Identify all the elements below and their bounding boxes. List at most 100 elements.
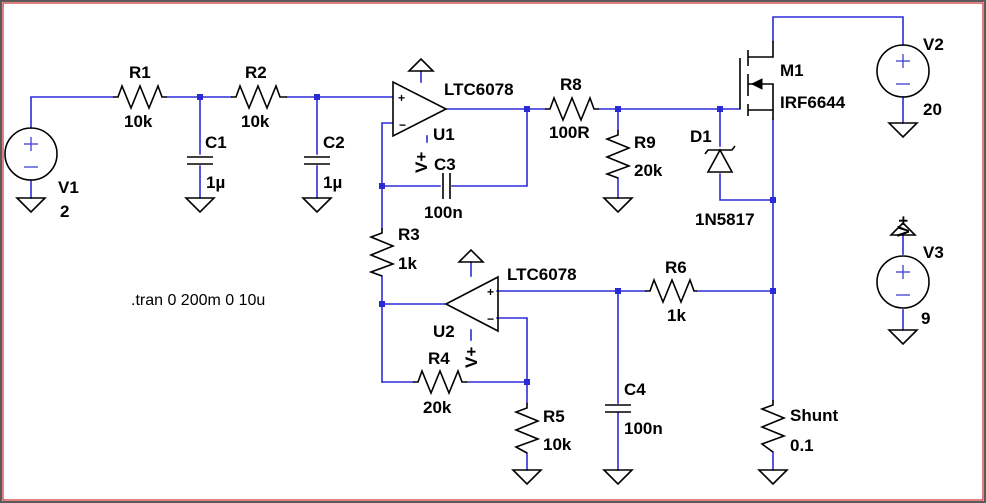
label-V3-supply: V+: [894, 216, 913, 237]
source-circle: [4, 127, 58, 181]
opamp-triangle: [392, 80, 448, 138]
junction-dot: [717, 106, 723, 112]
label-D1-name: D1: [690, 127, 712, 146]
junction-dot: [314, 94, 320, 100]
ground-symbol: [602, 197, 634, 214]
ground-symbol: [757, 469, 789, 486]
ground-symbol: [301, 197, 333, 214]
opamp-minus-pin: −: [399, 118, 406, 132]
diode-cathode-bar: [704, 145, 736, 155]
source-circle: [876, 255, 930, 309]
ground-symbol: [511, 469, 543, 486]
label-U1-value: LTC6078: [444, 80, 514, 99]
resistor-R3[interactable]: [368, 228, 396, 277]
opamp-plus-pin: +: [398, 91, 405, 105]
label-C4-value: 100n: [624, 419, 663, 438]
label-R2-value: 10k: [241, 112, 270, 131]
junction-dot: [770, 197, 776, 203]
capacitor-C3[interactable]: [442, 173, 451, 199]
label-U1-name: U1: [433, 125, 455, 144]
spice-directive[interactable]: .tran 0 200m 0 10u: [131, 292, 265, 309]
label-Shunt-value: 0.1: [790, 436, 814, 455]
label-R6-value: 1k: [667, 306, 686, 325]
capacitor-C1[interactable]: [187, 156, 213, 165]
resistor-R5[interactable]: [513, 403, 541, 454]
label-V1-name: V1: [58, 178, 79, 197]
junction-dot: [379, 183, 385, 189]
junction-dot: [524, 379, 530, 385]
supply-flag: [889, 221, 917, 236]
junction-dot: [379, 301, 385, 307]
label-C2-value: 1µ: [323, 173, 342, 192]
label-R6-name: R6: [665, 258, 687, 277]
label-R5-value: 10k: [543, 435, 572, 454]
label-C4-name: C4: [624, 380, 646, 399]
ground-symbol: [602, 469, 634, 486]
supply-flag: [457, 248, 485, 263]
junction-dot: [615, 288, 621, 294]
grounds: [15, 122, 919, 486]
label-M1-name: M1: [780, 61, 804, 80]
source-V1[interactable]: [4, 127, 58, 181]
diode-body: [706, 148, 734, 173]
label-R3-value: 1k: [398, 254, 417, 273]
opamp-U2[interactable]: + −: [444, 275, 499, 333]
junctions: [197, 94, 776, 385]
label-U2-value: LTC6078: [507, 265, 577, 284]
resistor-R4[interactable]: [413, 368, 467, 396]
junction-dot: [197, 94, 203, 100]
label-C2-name: C2: [323, 133, 345, 152]
label-R8-name: R8: [560, 75, 582, 94]
label-R5-name: R5: [543, 407, 565, 426]
resistor-R8[interactable]: [545, 95, 599, 123]
junction-dot: [770, 288, 776, 294]
source-circle: [876, 44, 930, 98]
label-C1-name: C1: [205, 133, 227, 152]
diode-D1[interactable]: [704, 145, 736, 173]
label-C1-value: 1µ: [206, 173, 225, 192]
capacitor-C2[interactable]: [304, 156, 330, 165]
label-V1-value: 2: [60, 202, 69, 221]
mosfet-M1[interactable]: [739, 41, 774, 120]
label-R9-name: R9: [634, 133, 656, 152]
opamp-triangle: [444, 275, 499, 333]
label-U2-supply: V+: [462, 347, 481, 368]
label-V3-value: 9: [921, 309, 930, 328]
label-R4-name: R4: [428, 349, 450, 368]
opamp-U1[interactable]: + −: [392, 80, 448, 138]
label-R9-value: 20k: [634, 161, 663, 180]
ground-symbol: [887, 329, 919, 346]
source-V2[interactable]: [876, 44, 930, 98]
label-Shunt-name: Shunt: [790, 406, 838, 425]
drain-lead: [748, 41, 774, 58]
ground-symbol: [184, 197, 216, 214]
label-D1-value: 1N5817: [695, 210, 755, 229]
label-V2-value: 20: [923, 100, 942, 119]
resistor-Shunt[interactable]: [759, 400, 787, 453]
resistor-R6[interactable]: [645, 277, 697, 305]
resistor-R2[interactable]: [231, 83, 287, 111]
opamp-plus-pin: +: [487, 285, 494, 299]
label-C3-value: 100n: [424, 203, 463, 222]
resistor-R9[interactable]: [604, 130, 632, 179]
junction-dot: [524, 106, 530, 112]
label-U2-name: U2: [433, 322, 455, 341]
opamp-minus-pin: −: [487, 312, 494, 326]
body-arrow-icon: [750, 78, 763, 90]
resistor-R1[interactable]: [113, 83, 167, 111]
label-V2-name: V2: [923, 35, 944, 54]
label-U1-supply: V+: [412, 152, 431, 173]
ground-symbol: [887, 122, 919, 139]
labels: V1 2 R1 10k R2 10k C1 1µ C2 1µ LTC6078 U…: [58, 35, 944, 455]
capacitor-C4[interactable]: [605, 404, 631, 413]
label-M1-value: IRF6644: [780, 93, 846, 112]
label-R8-value: 100R: [549, 123, 590, 142]
source-V3[interactable]: [876, 255, 930, 309]
label-R4-value: 20k: [423, 398, 452, 417]
label-R3-name: R3: [398, 225, 420, 244]
junction-dot: [615, 106, 621, 112]
label-R2-name: R2: [245, 63, 267, 82]
